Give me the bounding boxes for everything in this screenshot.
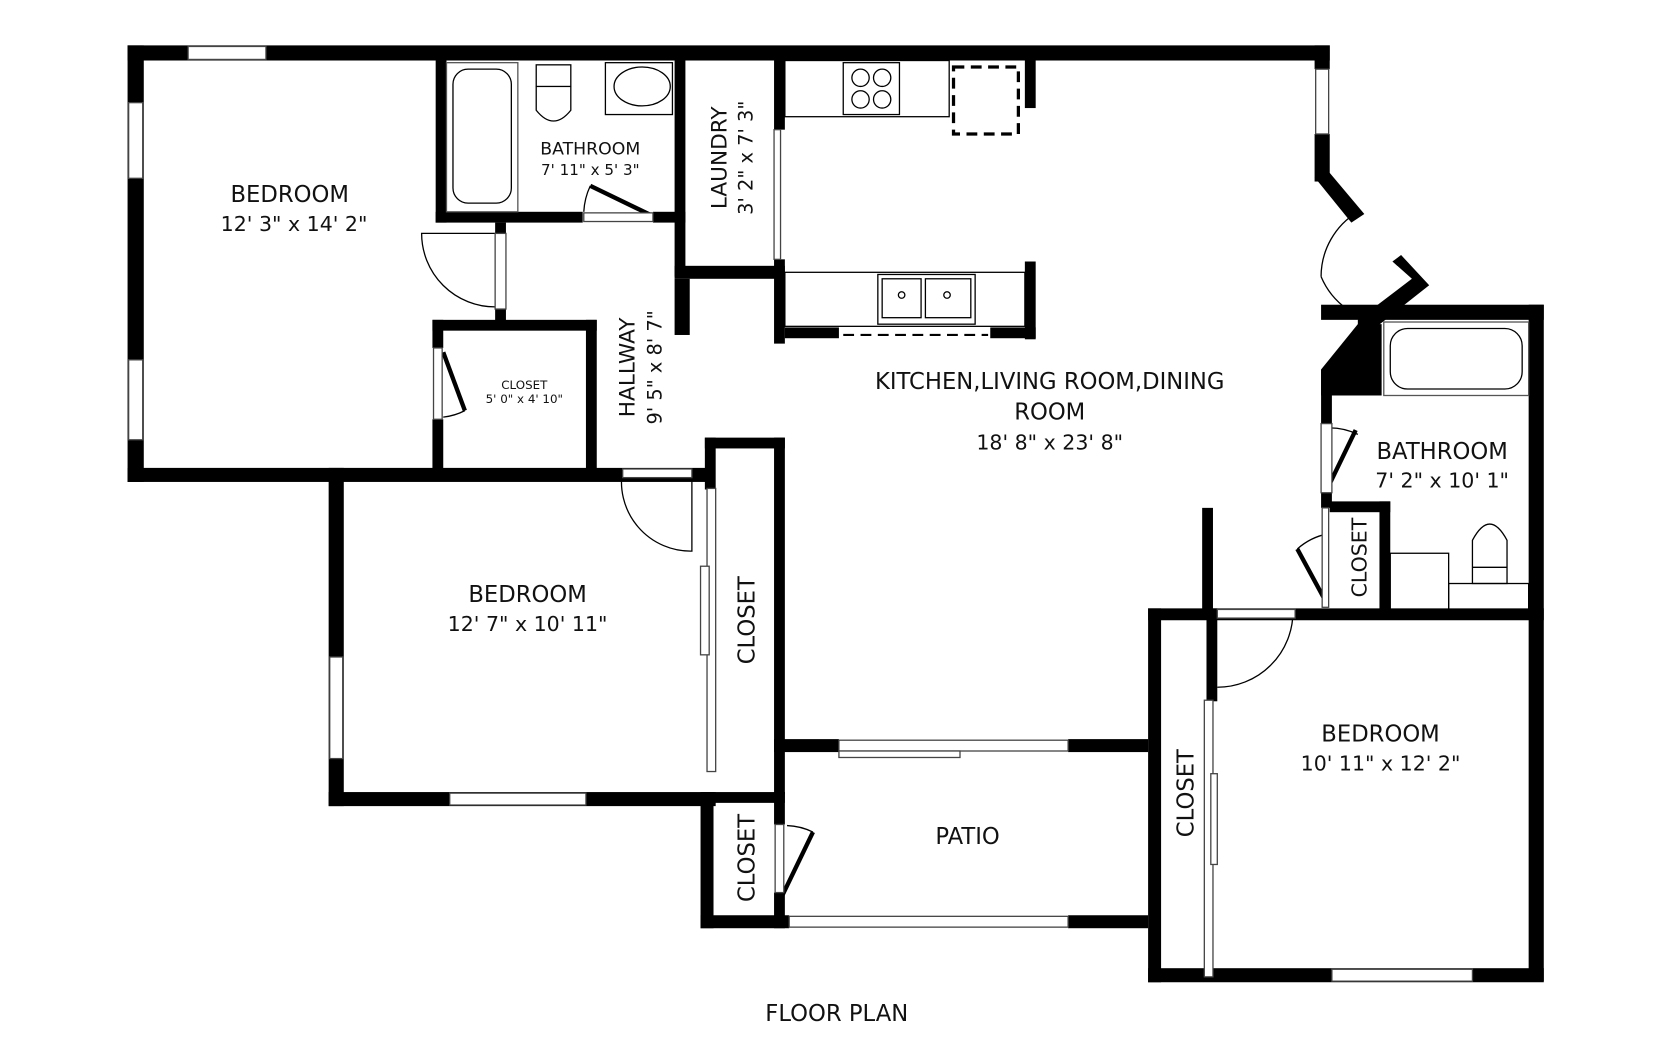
- bedroom1-name: BEDROOM: [230, 182, 348, 208]
- closet-small-dims: 5' 0" x 4' 10": [486, 392, 563, 406]
- bedroom2-name: BEDROOM: [468, 582, 586, 608]
- laundry-dims: 3' 2" x 7' 3": [734, 101, 757, 215]
- plan-title: FLOOR PLAN: [765, 1001, 908, 1027]
- closet-bath2-name: CLOSET: [1347, 517, 1371, 597]
- bathroom2-dims: 7' 2" x 10' 1": [1375, 468, 1509, 492]
- fixtures: [128, 45, 1530, 982]
- closet-small-name: CLOSET: [501, 378, 548, 392]
- main-room-name-line2: ROOM: [1014, 399, 1085, 425]
- bedroom1-dims: 12' 3" x 14' 2": [221, 212, 368, 236]
- closet-patio-name: CLOSET: [735, 814, 761, 902]
- bathroom1-dims: 7' 11" x 5' 3": [541, 161, 640, 179]
- hallway-dims: 9' 5" x 8' 7": [644, 310, 667, 424]
- closet-bed3-name: CLOSET: [1174, 749, 1200, 837]
- bathroom2-name: BATHROOM: [1376, 439, 1507, 465]
- main-room-name-line1: KITCHEN,LIVING ROOM,DINING: [875, 369, 1225, 395]
- closet-bed2-name: CLOSET: [735, 576, 761, 664]
- hallway-name: HALLWAY: [616, 317, 641, 417]
- bedroom2-dims: 12' 7" x 10' 11": [448, 612, 608, 636]
- patio-name: PATIO: [935, 824, 999, 850]
- bedroom3-dims: 10' 11" x 12' 2": [1301, 751, 1461, 775]
- laundry-name: LAUNDRY: [707, 106, 732, 210]
- bathroom1-name: BATHROOM: [540, 140, 640, 160]
- main-room-dims: 18' 8" x 23' 8": [976, 431, 1123, 455]
- bedroom3-name: BEDROOM: [1321, 721, 1439, 747]
- room-labels: BEDROOM 12' 3" x 14' 2" BATHROOM 7' 11" …: [221, 101, 1509, 1028]
